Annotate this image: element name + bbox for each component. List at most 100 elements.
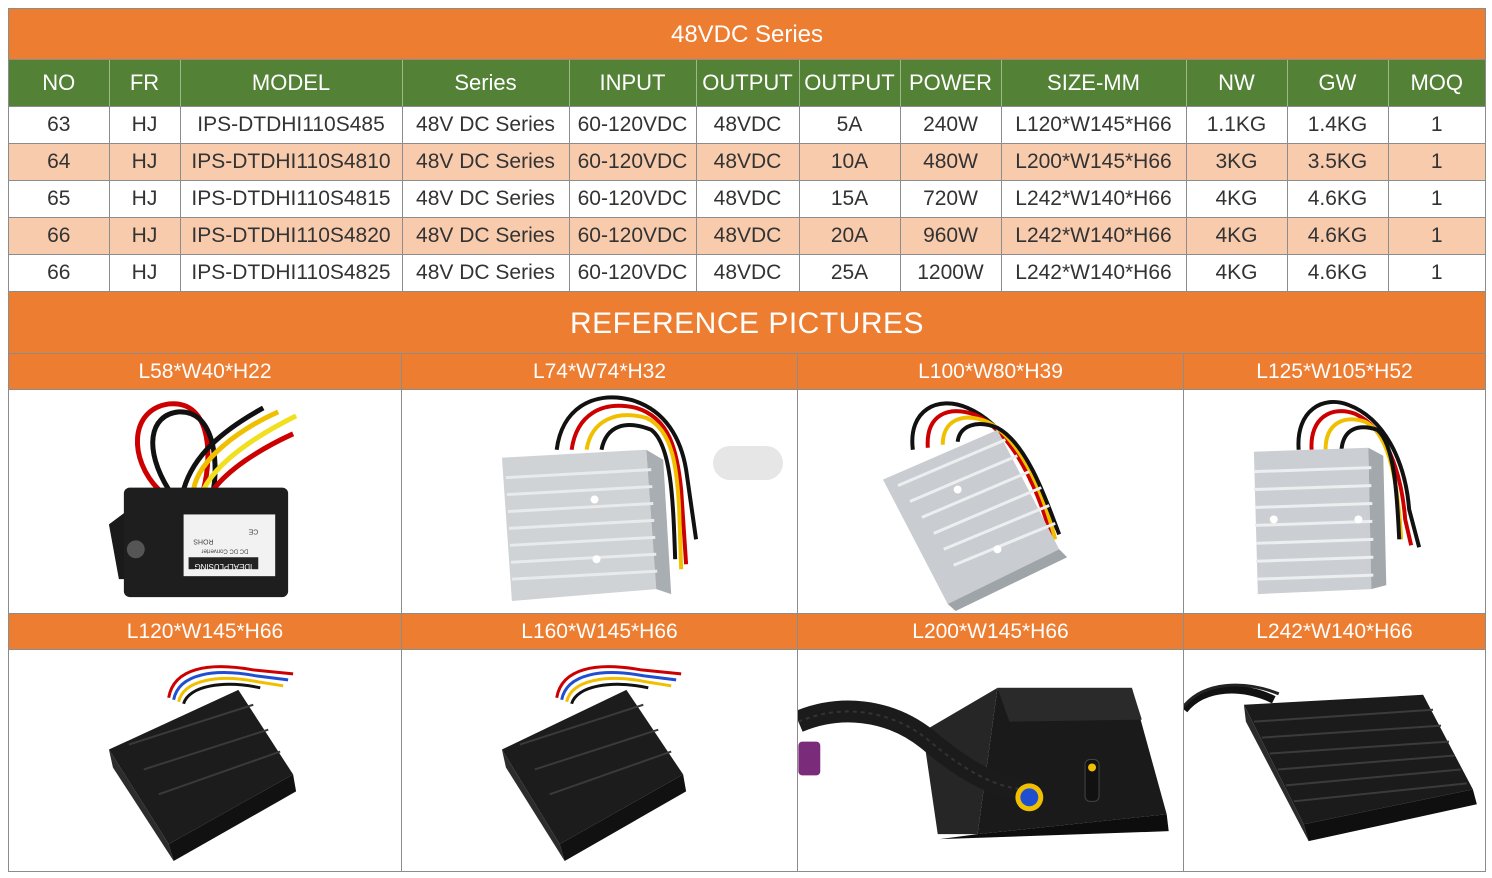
- cell-output-current: 10A: [799, 143, 901, 181]
- col-header-no: NO: [9, 60, 110, 107]
- cell-model: IPS-DTDHI110S4820: [180, 217, 403, 255]
- col-header-size: SIZE-MM: [1001, 60, 1187, 107]
- watermark-pill: [713, 446, 783, 480]
- cell-fr: HJ: [109, 106, 181, 144]
- black-enclosure-converter-icon: [9, 650, 401, 872]
- cell-output-current: 20A: [799, 217, 901, 255]
- black-converter-with-cable-icon: [798, 650, 1183, 872]
- cell-output-voltage: 48VDC: [696, 143, 800, 181]
- picture-cell: L160*W145*H66: [402, 614, 798, 872]
- picture-cell: L242*W140*H66: [1184, 614, 1485, 872]
- cell-fr: HJ: [109, 217, 181, 255]
- cell-input: 60-120VDC: [569, 254, 697, 292]
- cell-series: 48V DC Series: [402, 106, 570, 144]
- cell-series: 48V DC Series: [402, 143, 570, 181]
- col-header-moq: MOQ: [1388, 60, 1485, 107]
- label-cert: CE: [248, 527, 258, 534]
- black-enclosure-converter-icon: [402, 650, 797, 872]
- cell-moq: 1: [1388, 180, 1485, 218]
- cell-input: 60-120VDC: [569, 217, 697, 255]
- picture-cell: L74*W74*H32: [402, 354, 798, 614]
- cell-output-current: 5A: [799, 106, 901, 144]
- picture-size-label: L74*W74*H32: [402, 354, 797, 390]
- cell-no: 63: [9, 106, 110, 144]
- cell-series: 48V DC Series: [402, 217, 570, 255]
- cell-moq: 1: [1388, 217, 1485, 255]
- cell-no: 66: [9, 217, 110, 255]
- picture-cell: L125*W105*H52: [1184, 354, 1485, 614]
- cell-size: L242*W140*H66: [1001, 254, 1187, 292]
- picture-cell: L100*W80*H39: [798, 354, 1184, 614]
- cell-no: 66: [9, 254, 110, 292]
- cell-input: 60-120VDC: [569, 180, 697, 218]
- cell-moq: 1: [1388, 254, 1485, 292]
- cell-gw: 3.5KG: [1287, 143, 1389, 181]
- black-encapsulated-converter-icon: CE ROHS DC DC Converter IDEALPLUSING: [9, 390, 401, 614]
- cell-power: 1200W: [900, 254, 1002, 292]
- cell-fr: HJ: [109, 180, 181, 218]
- cell-output-voltage: 48VDC: [696, 180, 800, 218]
- col-header-nw: NW: [1186, 60, 1288, 107]
- spec-sheet: 48VDC Series NO FR MODEL Series INPUT OU…: [8, 8, 1486, 872]
- cell-no: 65: [9, 180, 110, 218]
- cell-nw: 4KG: [1186, 180, 1288, 218]
- black-finned-converter-icon: [1184, 650, 1485, 872]
- picture-cell: L120*W145*H66: [9, 614, 402, 872]
- cell-nw: 1.1KG: [1186, 106, 1288, 144]
- cell-fr: HJ: [109, 143, 181, 181]
- cell-output-voltage: 48VDC: [696, 106, 800, 144]
- cell-power: 960W: [900, 217, 1002, 255]
- table-header-row: NO FR MODEL Series INPUT OUTPUT OUTPUT P…: [9, 60, 1485, 107]
- reference-title: REFERENCE PICTURES: [9, 292, 1485, 354]
- col-header-model: MODEL: [180, 60, 403, 107]
- cell-power: 720W: [900, 180, 1002, 218]
- col-header-output-voltage: OUTPUT: [696, 60, 800, 107]
- label-brand: IDEALPLUSING: [194, 562, 252, 571]
- cell-moq: 1: [1388, 106, 1485, 144]
- finned-aluminum-converter-icon: [798, 390, 1183, 614]
- picture-size-label: L125*W105*H52: [1184, 354, 1485, 390]
- cell-model: IPS-DTDHI110S4810: [180, 143, 403, 181]
- series-title: 48VDC Series: [9, 8, 1485, 60]
- cell-fr: HJ: [109, 254, 181, 292]
- finned-aluminum-converter-icon: [402, 390, 797, 614]
- picture-size-label: L200*W145*H66: [798, 614, 1183, 650]
- finned-aluminum-converter-icon: [1184, 390, 1485, 614]
- cell-size: L242*W140*H66: [1001, 217, 1187, 255]
- cell-nw: 4KG: [1186, 217, 1288, 255]
- cell-power: 240W: [900, 106, 1002, 144]
- picture-cell: L58*W40*H22 CE ROHS DC DC Convert: [9, 354, 402, 614]
- cell-gw: 1.4KG: [1287, 106, 1389, 144]
- cell-input: 60-120VDC: [569, 106, 697, 144]
- cell-size: L200*W145*H66: [1001, 143, 1187, 181]
- col-header-series: Series: [402, 60, 570, 107]
- cell-model: IPS-DTDHI110S4815: [180, 180, 403, 218]
- col-header-power: POWER: [900, 60, 1002, 107]
- cell-no: 64: [9, 143, 110, 181]
- cell-model: IPS-DTDHI110S4825: [180, 254, 403, 292]
- cell-model: IPS-DTDHI110S485: [180, 106, 403, 144]
- picture-cell: L200*W145*H66: [798, 614, 1184, 872]
- label-line: DC DC Converter: [202, 547, 249, 553]
- cell-moq: 1: [1388, 143, 1485, 181]
- picture-size-label: L100*W80*H39: [798, 354, 1183, 390]
- picture-size-label: L242*W140*H66: [1184, 614, 1485, 650]
- cell-gw: 4.6KG: [1287, 254, 1389, 292]
- col-header-gw: GW: [1287, 60, 1389, 107]
- cell-gw: 4.6KG: [1287, 217, 1389, 255]
- col-header-output-current: OUTPUT: [799, 60, 901, 107]
- cell-power: 480W: [900, 143, 1002, 181]
- cell-output-voltage: 48VDC: [696, 254, 800, 292]
- col-header-fr: FR: [109, 60, 181, 107]
- reference-grid: L58*W40*H22 CE ROHS DC DC Convert: [9, 354, 1485, 872]
- cell-output-current: 25A: [799, 254, 901, 292]
- picture-size-label: L160*W145*H66: [402, 614, 797, 650]
- cell-size: L242*W140*H66: [1001, 180, 1187, 218]
- picture-size-label: L58*W40*H22: [9, 354, 401, 390]
- label-rohs: ROHS: [193, 537, 213, 544]
